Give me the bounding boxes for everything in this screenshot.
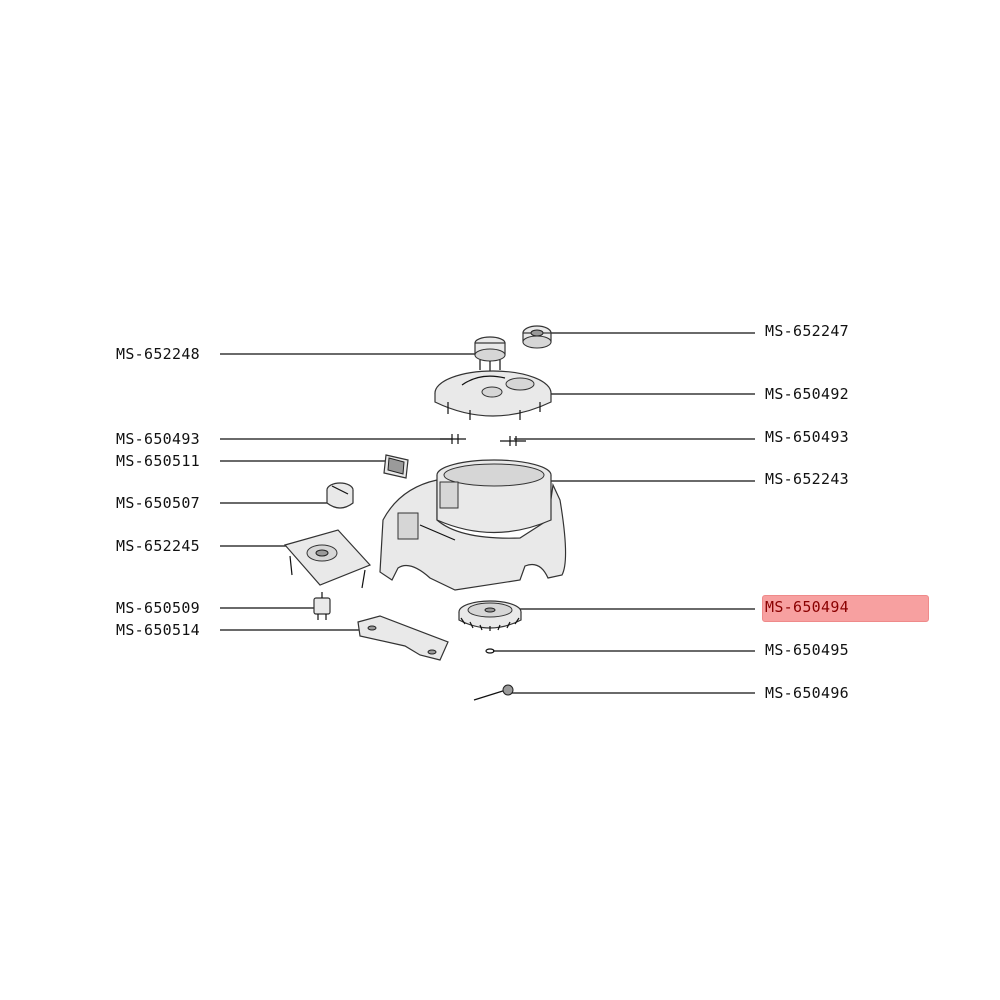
- part-label-left-0: MS-652248: [116, 345, 200, 363]
- part-652248-coupling: [474, 336, 506, 372]
- part-650493-pin-right: [500, 436, 526, 446]
- part-652245-control-panel: [283, 529, 372, 589]
- part-label-left-4: MS-652245: [116, 537, 200, 555]
- part-label-right-2: MS-650493: [765, 428, 849, 446]
- part-label-left-2: MS-650511: [116, 452, 200, 470]
- part-652247-drive-nut: [522, 325, 552, 349]
- part-650495-washer: [485, 648, 495, 654]
- part-650496-shaft: [473, 684, 514, 701]
- part-label-left-5: MS-650509: [116, 599, 200, 617]
- part-label-left-1: MS-650493: [116, 430, 200, 448]
- part-label-left-3: MS-650507: [116, 494, 200, 512]
- part-650492-top-plate: [434, 370, 552, 420]
- part-652243-motor-housing: [379, 459, 567, 591]
- part-label-right-1: MS-650492: [765, 385, 849, 403]
- part-label-right-5: MS-650495: [765, 641, 849, 659]
- part-label-right-4-highlighted: MS-650494: [765, 598, 849, 616]
- part-650493-pin-left: [440, 434, 466, 444]
- part-label-right-3: MS-652243: [765, 470, 849, 488]
- part-650507-knob: [326, 482, 354, 509]
- selected-part-highlight: [762, 595, 929, 622]
- part-650494-gear: [458, 600, 522, 631]
- part-650509-switch: [313, 592, 331, 620]
- part-label-right-0: MS-652247: [765, 322, 849, 340]
- part-650514-bottom-plate: [357, 615, 449, 661]
- part-label-right-6: MS-650496: [765, 684, 849, 702]
- part-650511-window: [383, 454, 409, 479]
- part-label-left-6: MS-650514: [116, 621, 200, 639]
